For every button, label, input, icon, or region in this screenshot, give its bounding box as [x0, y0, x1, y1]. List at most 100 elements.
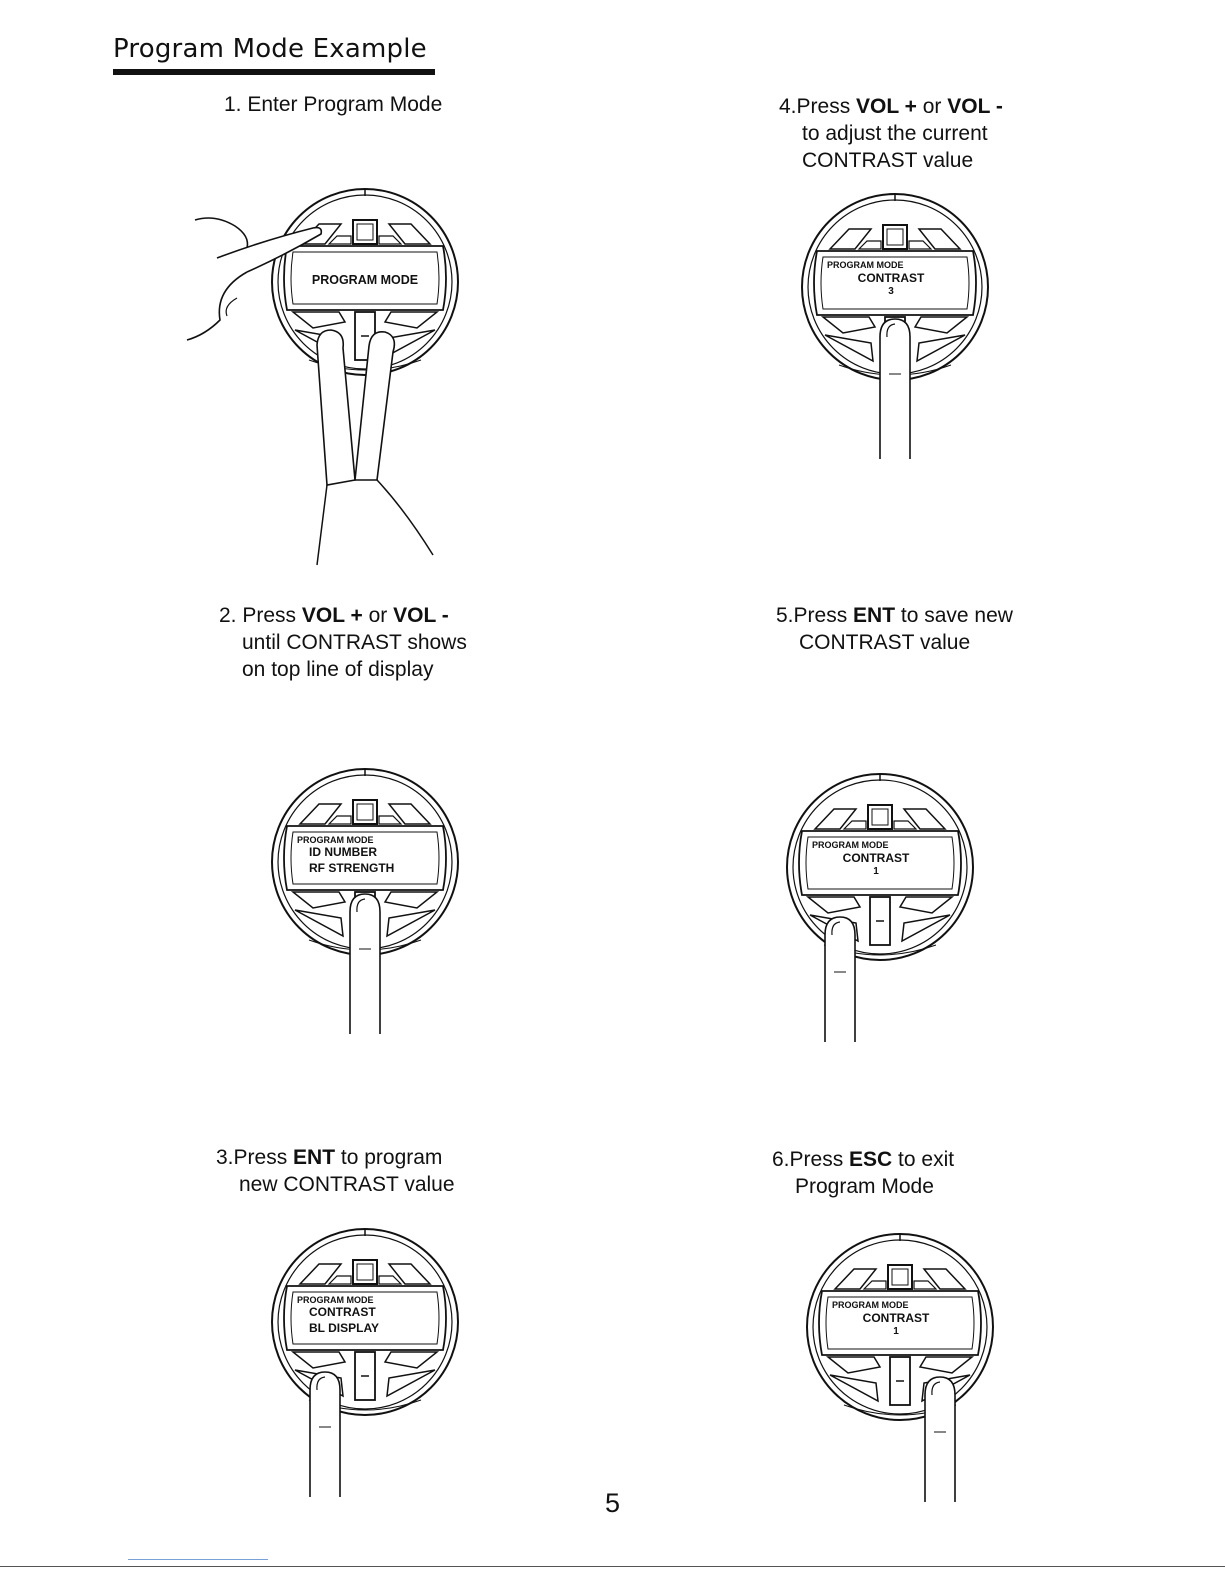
center-top-button-inner — [356, 1263, 374, 1281]
display-inner-frame — [290, 1291, 440, 1345]
display-line-2: BL DISPLAY — [309, 1321, 379, 1335]
center-top-button-inner — [886, 228, 904, 246]
display-line-1: CONTRAST — [843, 851, 910, 865]
fingernail — [356, 898, 366, 913]
display-line-2: 3 — [888, 286, 894, 297]
center-top-button-inner — [356, 803, 374, 821]
hand — [924, 1376, 956, 1502]
bottom-left-key — [805, 896, 862, 914]
pressing-index-finger — [216, 226, 323, 273]
hand — [879, 318, 911, 459]
display-window — [798, 830, 962, 896]
display-main-text: PROGRAM MODE — [312, 273, 418, 287]
wrist-edge — [316, 484, 328, 566]
display-window — [283, 1285, 447, 1351]
fingernail — [831, 921, 841, 936]
finger — [309, 1371, 341, 1497]
step-4-caption: 4.Press VOL + or VOL - to adjust the cur… — [779, 95, 1003, 172]
finger — [924, 1376, 956, 1502]
hand — [309, 1371, 341, 1497]
top-right-key — [922, 1268, 967, 1290]
top-left-small-key — [862, 1280, 887, 1290]
lower-left-key — [824, 334, 874, 363]
top-right-small-key — [908, 240, 933, 250]
step-1-caption: 1. Enter Program Mode — [224, 93, 443, 116]
hand — [824, 916, 856, 1042]
center-top-button-inner — [891, 1268, 909, 1286]
fingernail — [931, 1381, 941, 1396]
display-line-1: CONTRAST — [863, 1311, 930, 1325]
top-left-small-key — [327, 1275, 352, 1285]
step-1-device-figure: PROGRAM MODE — [175, 185, 555, 566]
bottom-right-key — [913, 316, 970, 334]
display-line-1: CONTRAST — [858, 271, 925, 285]
hand — [186, 217, 434, 566]
bottom-rule — [0, 1566, 1225, 1567]
bottom-right-key — [383, 891, 440, 909]
step-6-caption: 6.Press ESC to exit Program Mode — [772, 1148, 955, 1198]
display-line-2: RF STRENGTH — [309, 861, 394, 875]
fingernail — [886, 323, 896, 338]
display-inner-frame — [290, 251, 440, 305]
page-title: Program Mode Example — [113, 34, 427, 64]
display-mode-label: PROGRAM MODE — [297, 835, 374, 845]
finger — [879, 318, 911, 459]
bottom-left-key — [290, 891, 347, 909]
finger — [824, 916, 856, 1042]
top-right-key — [902, 808, 947, 830]
display-line-1: ID NUMBER — [309, 845, 377, 859]
display-mode-label: PROGRAM MODE — [812, 840, 889, 850]
top-right-key — [917, 228, 962, 250]
bottom-right-key — [898, 896, 955, 914]
display-line-2: 1 — [893, 1326, 899, 1337]
step-2-caption: 2. Press VOL + or VOL - until CONTRAST s… — [219, 604, 467, 681]
display-line-1: CONTRAST — [309, 1305, 376, 1319]
palm-edge — [376, 479, 434, 556]
bottom-link-mark — [128, 1559, 268, 1560]
bottom-left-key — [820, 316, 877, 334]
pressing-hand-lower — [186, 271, 248, 341]
title-underline — [113, 69, 435, 75]
display-window — [283, 245, 447, 311]
center-top-button-inner — [871, 808, 889, 826]
pressing-hand-crease — [225, 297, 238, 317]
bottom-left-key — [290, 311, 347, 329]
finger — [349, 893, 381, 1034]
bottom-right-key — [383, 311, 440, 329]
top-right-small-key — [893, 820, 918, 830]
top-left-key — [833, 1268, 878, 1290]
bottom-left-key — [290, 1351, 347, 1369]
step-5-caption: 5.Press ENT to save new CONTRAST value — [776, 604, 1013, 654]
lower-right-key — [386, 1369, 436, 1398]
bottom-right-key — [918, 1356, 975, 1374]
display-inner-frame — [805, 836, 955, 890]
top-left-small-key — [842, 820, 867, 830]
display-mode-label: PROGRAM MODE — [297, 1295, 374, 1305]
top-right-small-key — [913, 1280, 938, 1290]
display-mode-label: PROGRAM MODE — [827, 260, 904, 270]
device-drawing: PROGRAM MODE — [186, 188, 459, 566]
top-left-key — [298, 1263, 343, 1285]
hand — [349, 893, 381, 1034]
top-right-key — [387, 1263, 432, 1285]
display-inner-frame — [290, 831, 440, 885]
fingernail — [316, 1376, 326, 1391]
top-right-small-key — [378, 235, 403, 245]
device: PROGRAM MODE — [271, 188, 459, 376]
bottom-right-key — [383, 1351, 440, 1369]
top-left-small-key — [857, 240, 882, 250]
top-right-small-key — [378, 815, 403, 825]
pressing-hand-upper — [194, 217, 249, 249]
lower-left-key — [829, 1374, 879, 1403]
